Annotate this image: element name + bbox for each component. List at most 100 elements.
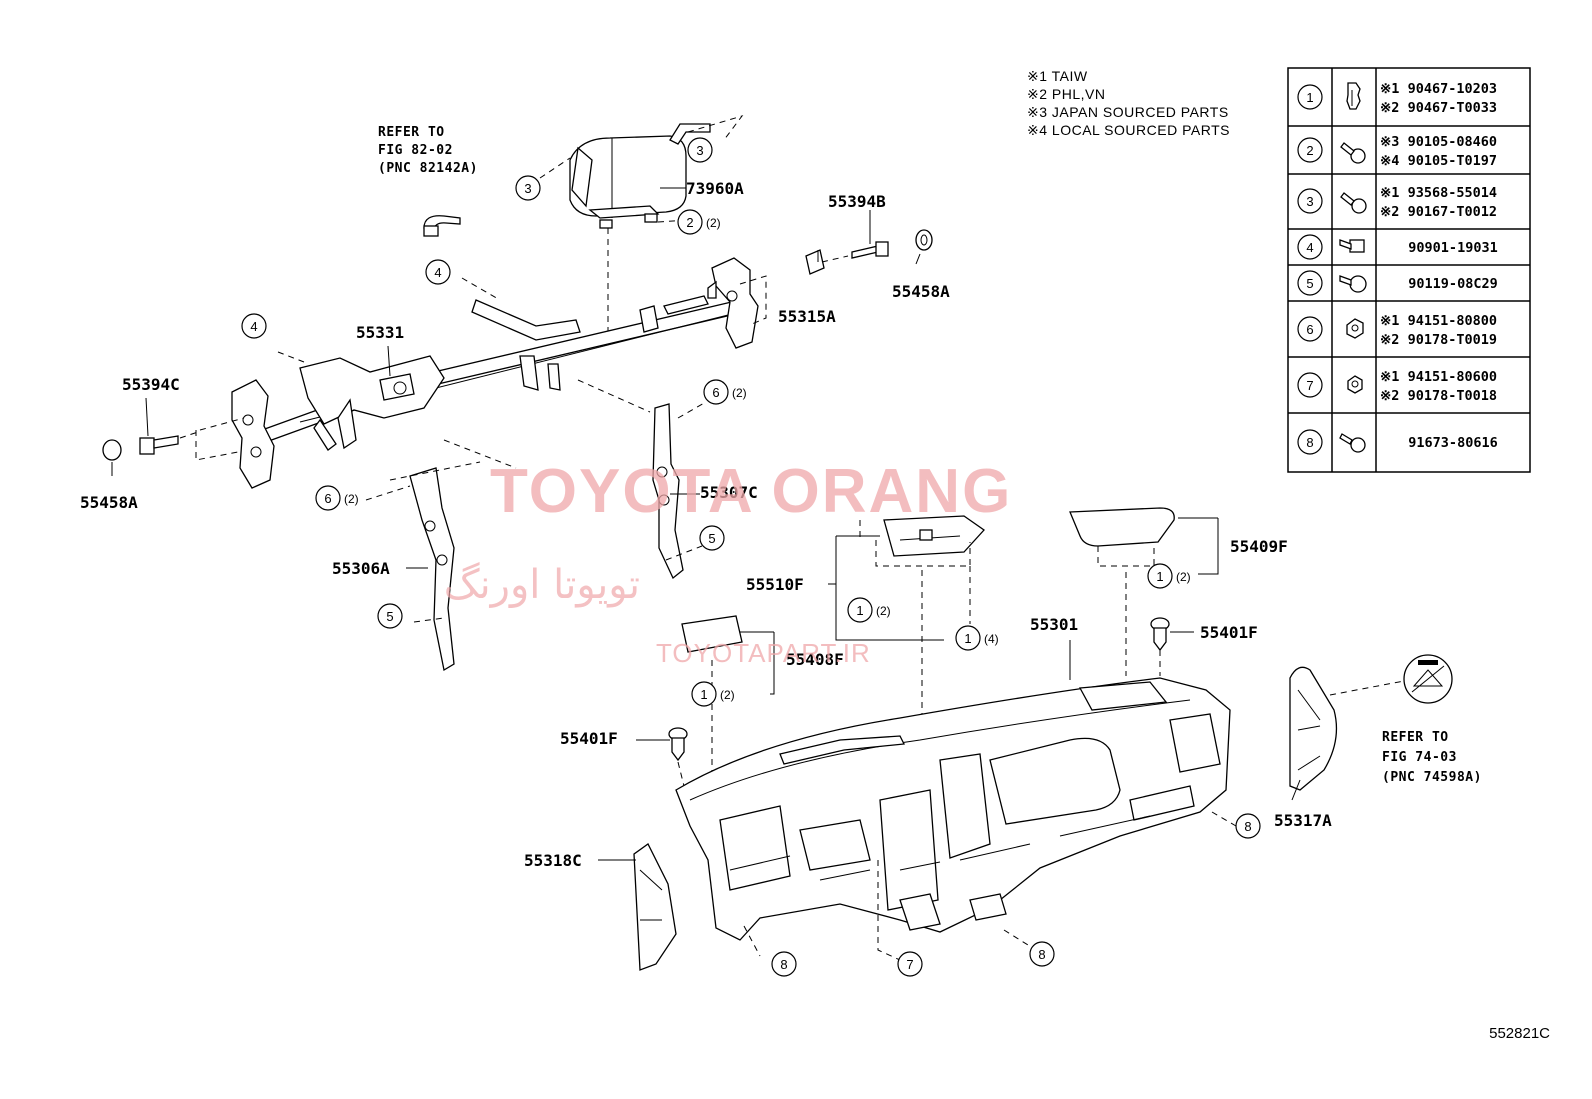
callout-8: 8	[780, 957, 787, 972]
table-code-2a: ※3 90105-08460	[1380, 134, 1497, 150]
qty: (2)	[344, 492, 359, 506]
part-labels: 73960A 55394B 55315A 55458A 55331 55394C…	[80, 179, 1332, 870]
label-55458A-left: 55458A	[80, 493, 138, 512]
note-1: ※1 TAIW	[1027, 68, 1088, 84]
callout-6: 6	[324, 491, 331, 506]
callout-4: 4	[434, 265, 441, 280]
dash	[687, 115, 744, 141]
table-key-1	[1297, 84, 1323, 110]
callout-1: 1	[856, 603, 863, 618]
dash	[577, 379, 651, 413]
fastener-table: 1 ※1 90467-10203 ※2 90467-T0033 2 ※3 901…	[1287, 67, 1531, 473]
table-key-6-label: 6	[1306, 322, 1313, 337]
callout-8: 8	[1038, 947, 1045, 962]
wire-harness-connector	[423, 215, 461, 237]
table-key-6	[1297, 316, 1323, 342]
svg-text:REFER TO: REFER TO	[378, 125, 445, 140]
label-55315A: 55315A	[778, 307, 836, 326]
panel-55510F	[883, 515, 985, 557]
table-key-1-label: 1	[1306, 90, 1313, 105]
table-key-3	[1297, 188, 1323, 214]
table-key-8-label: 8	[1306, 435, 1313, 450]
watermark-persian: تویوتا اورنگ	[444, 562, 640, 608]
flange-bolt-icon	[1339, 275, 1367, 293]
table-key-8	[1297, 429, 1323, 455]
qty: (4)	[984, 632, 999, 646]
label-55307C: 55307C	[700, 483, 758, 502]
watermark: TOYOTA ORANG تویوتا اورنگ TOYOTAPART.IR	[444, 457, 1012, 668]
label-55510F: 55510F	[746, 575, 804, 594]
bolt-55394C	[139, 435, 179, 455]
figure-code: 552821C	[1489, 1025, 1550, 1042]
note-4: ※4 LOCAL SOURCED PARTS	[1027, 122, 1230, 138]
airbag-warning-label	[1403, 654, 1453, 704]
table-key-2-label: 2	[1306, 143, 1313, 158]
passenger-airbag	[569, 123, 711, 229]
table-code-8: 91673-80616	[1408, 435, 1497, 451]
dash	[195, 430, 239, 461]
note-2: ※2 PHL,VN	[1027, 86, 1105, 102]
label-55317A: 55317A	[1274, 811, 1332, 830]
tapping-screw-icon	[1340, 192, 1367, 214]
qty: (2)	[706, 216, 721, 230]
table-code-4: 90901-19031	[1408, 240, 1497, 256]
table-code-5: 90119-08C29	[1408, 276, 1497, 292]
table-key-3-label: 3	[1306, 194, 1313, 209]
label-55301: 55301	[1030, 615, 1078, 634]
svg-text:(PNC 74598A): (PNC 74598A)	[1382, 770, 1482, 785]
dash	[443, 439, 517, 469]
leaders	[111, 187, 1301, 861]
dash	[1211, 811, 1237, 827]
refer-note-top: REFER TO FIG 82-02 (PNC 82142A)	[378, 125, 478, 176]
callout-5: 5	[708, 531, 715, 546]
dash	[677, 401, 707, 419]
table-code-6b: ※2 90178-T0019	[1380, 332, 1497, 348]
nut-55458A-right	[915, 229, 933, 251]
clip-55401F-right	[1150, 617, 1170, 652]
svg-text:FIG 82-02: FIG 82-02	[378, 143, 453, 158]
watermark-main: TOYOTA ORANG	[490, 457, 1012, 526]
svg-text:(PNC 82142A): (PNC 82142A)	[378, 161, 478, 176]
nut-icon	[1347, 375, 1363, 394]
table-key-4	[1297, 234, 1323, 260]
callout-1: 1	[1156, 569, 1163, 584]
table-code-6a: ※1 94151-80800	[1380, 313, 1497, 329]
side-panel-55317A	[1289, 666, 1338, 791]
table-key-5	[1297, 270, 1323, 296]
qty: (2)	[1176, 570, 1191, 584]
callout-3: 3	[696, 143, 703, 158]
dash	[677, 761, 685, 787]
instrument-panel	[675, 677, 1231, 941]
screw-icon	[1340, 142, 1366, 164]
dash	[179, 431, 199, 439]
dash	[539, 157, 571, 179]
label-55331: 55331	[356, 323, 404, 342]
callout-6: 6	[712, 385, 719, 400]
dash	[365, 485, 411, 501]
callout-1: 1	[964, 631, 971, 646]
note-3: ※3 JAPAN SOURCED PARTS	[1027, 104, 1229, 120]
bolt-icon	[1339, 239, 1365, 253]
table-code-7a: ※1 94151-80600	[1380, 369, 1497, 385]
dash	[389, 461, 481, 481]
table-code-3b: ※2 90167-T0012	[1380, 204, 1497, 220]
dash	[821, 255, 849, 263]
label-73960A: 73960A	[686, 179, 744, 198]
qty: (2)	[876, 604, 891, 618]
table-code-2b: ※4 90105-T0197	[1380, 153, 1497, 169]
label-55458A-right: 55458A	[892, 282, 950, 301]
label-55394C: 55394C	[122, 375, 180, 394]
label-55306A: 55306A	[332, 559, 390, 578]
dash	[413, 617, 445, 623]
table-code-7b: ※2 90178-T0018	[1380, 388, 1497, 404]
qty: (2)	[720, 688, 735, 702]
callout-1: 1	[700, 687, 707, 702]
qty: (2)	[732, 386, 747, 400]
dash	[1097, 546, 1155, 567]
brace-55306A	[409, 467, 455, 672]
label-55401F-left: 55401F	[560, 729, 618, 748]
watermark-site: TOYOTAPART.IR	[656, 638, 871, 668]
dash-label	[1329, 680, 1405, 696]
callout-7: 7	[906, 957, 913, 972]
